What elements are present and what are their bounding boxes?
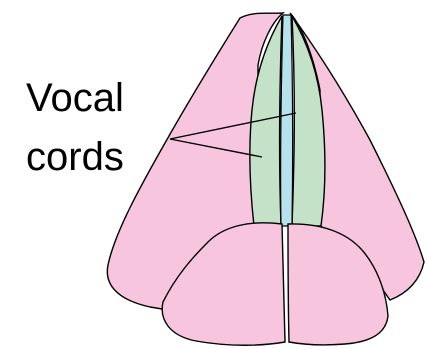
glottis-opening bbox=[281, 15, 293, 226]
label-vocal: Vocal bbox=[26, 78, 124, 118]
label-cords: cords bbox=[26, 137, 124, 177]
